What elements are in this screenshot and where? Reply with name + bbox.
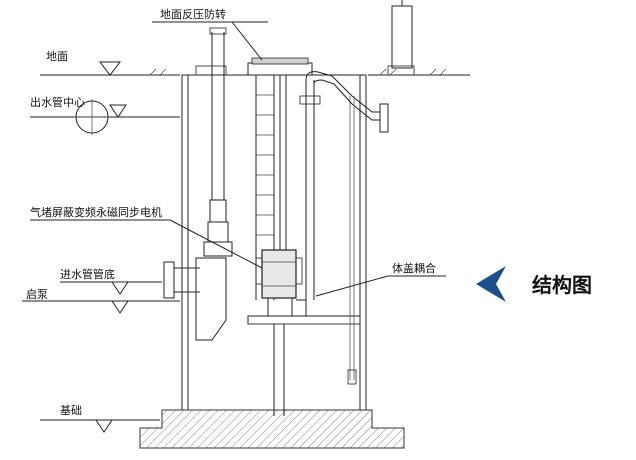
motor	[255, 249, 303, 317]
tank-shell	[181, 74, 367, 410]
inlet-valve-assembly	[203, 199, 233, 257]
outlet-center-marker	[30, 99, 180, 135]
label-start-pump: 启泵	[26, 288, 48, 301]
vent-pipe	[209, 27, 227, 200]
outlet-riser	[296, 71, 389, 317]
inlet-bottom-marker	[60, 281, 162, 295]
foundation-base	[139, 409, 405, 449]
label-inlet-bottom: 进水管管底	[60, 267, 115, 281]
start-pump-marker	[22, 300, 180, 314]
label-ground: 地面	[46, 50, 68, 63]
inlet-pipe	[163, 257, 227, 341]
structure-title: 结构图	[532, 273, 592, 297]
leader-lines	[30, 21, 446, 297]
coupling-platform	[247, 315, 361, 325]
foundation-marker	[40, 419, 160, 433]
label-ground-anti-pressure: 地面反压防转	[160, 7, 226, 21]
ground-line	[40, 61, 470, 76]
label-body-cover-coupling: 体盖耦合	[392, 261, 436, 275]
float-cable	[347, 96, 357, 385]
label-foundation: 基础	[60, 404, 82, 417]
suction-pipe	[273, 324, 285, 416]
control-cabinet	[387, 0, 415, 76]
lift-rod	[279, 75, 287, 250]
label-motor: 气堵屏蔽变频永磁同步电机	[30, 205, 162, 219]
top-cover	[195, 57, 313, 76]
chevron-left-icon	[476, 266, 506, 302]
ground-hatch	[149, 68, 447, 76]
label-outlet-center: 出水管中心	[30, 95, 85, 109]
